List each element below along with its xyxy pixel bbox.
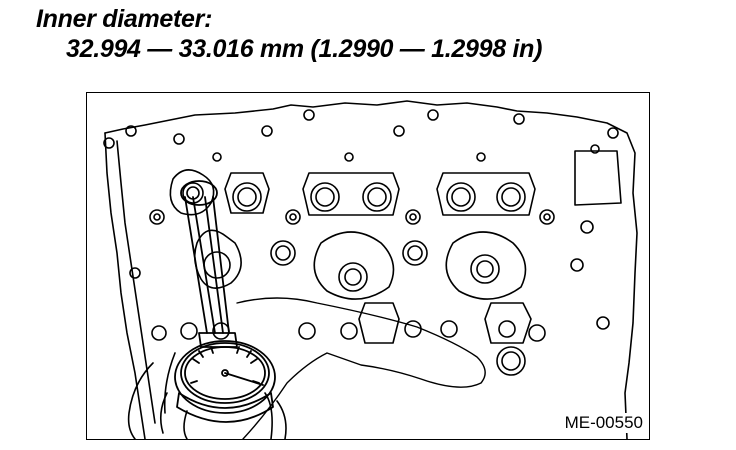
illustration-frame: ME-00550 (86, 92, 650, 440)
cylinder-head-illustration (103, 100, 638, 439)
inner-diameter-spec: 32.994 — 33.016 mm (1.2990 — 1.2998 in) (66, 35, 543, 63)
figure-code: ME-00550 (564, 413, 643, 433)
hand (236, 297, 486, 439)
bore-gauge (174, 180, 276, 423)
cylinder-head-outline (104, 100, 638, 439)
combustion-chambers (193, 229, 527, 300)
spec-heading: Inner diameter: (36, 5, 213, 33)
journal-row-lower (151, 302, 546, 376)
journal-row-upper (169, 169, 536, 216)
